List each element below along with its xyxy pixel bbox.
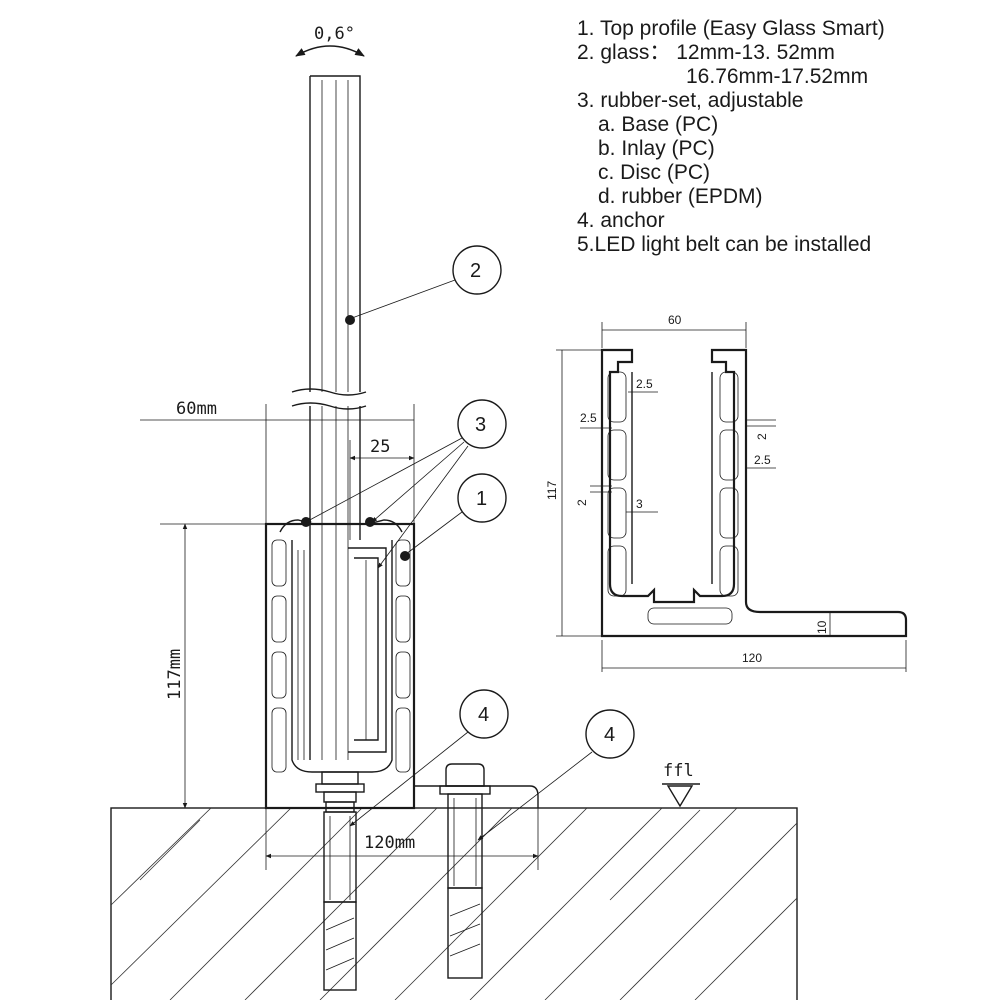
callout-3-label: 3	[475, 414, 486, 436]
callout-4-right: 4	[477, 709, 635, 841]
dim-60mm-label: 60mm	[176, 399, 217, 419]
dim-25-label: 25	[370, 437, 390, 457]
section-dim-2-5-b: 2.5	[580, 411, 597, 425]
ffl-label: ffl	[663, 761, 694, 781]
callout-2-label: 2	[470, 260, 481, 282]
ffl-marker: ffl	[662, 761, 700, 808]
dim-120mm-label: 120mm	[364, 833, 415, 853]
dimension-25: 25	[349, 437, 415, 540]
legend-line-3c: c. Disc (PC)	[598, 161, 710, 184]
legend-line-4: 4. anchor	[577, 209, 665, 232]
top-profile	[264, 517, 539, 810]
section-dim-2-a: 2	[755, 433, 769, 440]
angle-label: 0,6°	[314, 24, 355, 44]
dimension-60mm: 60mm	[140, 399, 415, 524]
section-dim-2-5-a: 2.5	[636, 377, 653, 391]
dim-117mm-label: 117mm	[165, 649, 185, 700]
legend-line-3b: b. Inlay (PC)	[598, 137, 715, 160]
legend-line-2: 2. glass： 12mm-13. 52mm	[577, 41, 835, 64]
section-dim-60: 60	[668, 313, 682, 327]
dimension-120mm: 120mm	[265, 808, 539, 870]
dimension-117mm: 117mm	[160, 523, 266, 809]
callout-4b-label: 4	[604, 724, 615, 746]
callout-4-left: 4	[349, 689, 509, 827]
callout-1-label: 1	[476, 488, 487, 510]
callout-4a-label: 4	[478, 704, 489, 726]
legend-line-2b: 16.76mm-17.52mm	[686, 65, 869, 88]
section-dim-3: 3	[636, 497, 643, 511]
glass-panel	[291, 75, 367, 760]
callout-1: 1	[405, 473, 507, 555]
section-view: 60 117 120 10 2.5 2.5 2 2.5 2 3	[545, 313, 908, 672]
concrete-hatch	[111, 808, 797, 1000]
callout-2: 2	[345, 245, 502, 325]
angle-indicator: 0,6°	[295, 24, 365, 57]
legend-line-3d: d. rubber (EPDM)	[598, 185, 763, 208]
section-dim-2-b: 2	[575, 499, 589, 506]
section-dim-120: 120	[742, 651, 762, 665]
legend-line-3a: a. Base (PC)	[598, 113, 719, 136]
section-dim-117: 117	[545, 481, 559, 500]
legend-line-3: 3. rubber-set, adjustable	[577, 89, 804, 112]
legend-line-5: 5.LED light belt can be installed	[577, 233, 872, 256]
callout-3: 3	[305, 399, 507, 569]
section-dim-10: 10	[815, 620, 829, 634]
legend-line-1: 1. Top profile (Easy Glass Smart)	[577, 17, 885, 40]
anchor-right	[439, 763, 491, 979]
section-dim-2-5-c: 2.5	[754, 453, 771, 467]
anchor-left	[315, 771, 365, 991]
